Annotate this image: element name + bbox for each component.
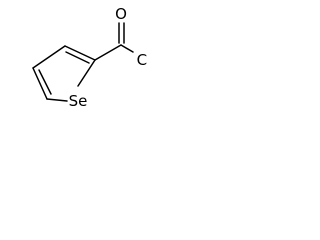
- bond-c3-c4: [32, 45, 66, 69]
- chlorine-atom-label: Cl: [137, 51, 148, 69]
- bond-c4-c5: [32, 67, 48, 100]
- bond-c2-carbonyl: [94, 44, 122, 61]
- bond-se-c2: [77, 59, 96, 87]
- bond-c2-c3: [64, 45, 96, 61]
- chemical-structure: O Cl Se: [32, 5, 148, 110]
- selenium-atom-label: Se: [69, 92, 88, 110]
- oxygen-atom-label: O: [115, 5, 127, 23]
- selenophene-ring: [32, 45, 96, 102]
- bond-carbonyl-chlorine: [120, 44, 134, 53]
- bond-c4-c5-inner: [38, 69, 52, 95]
- acyl-chloride-group: [94, 22, 134, 61]
- bond-c5-se: [46, 98, 68, 102]
- bond-c2-c3-inner: [65, 51, 90, 64]
